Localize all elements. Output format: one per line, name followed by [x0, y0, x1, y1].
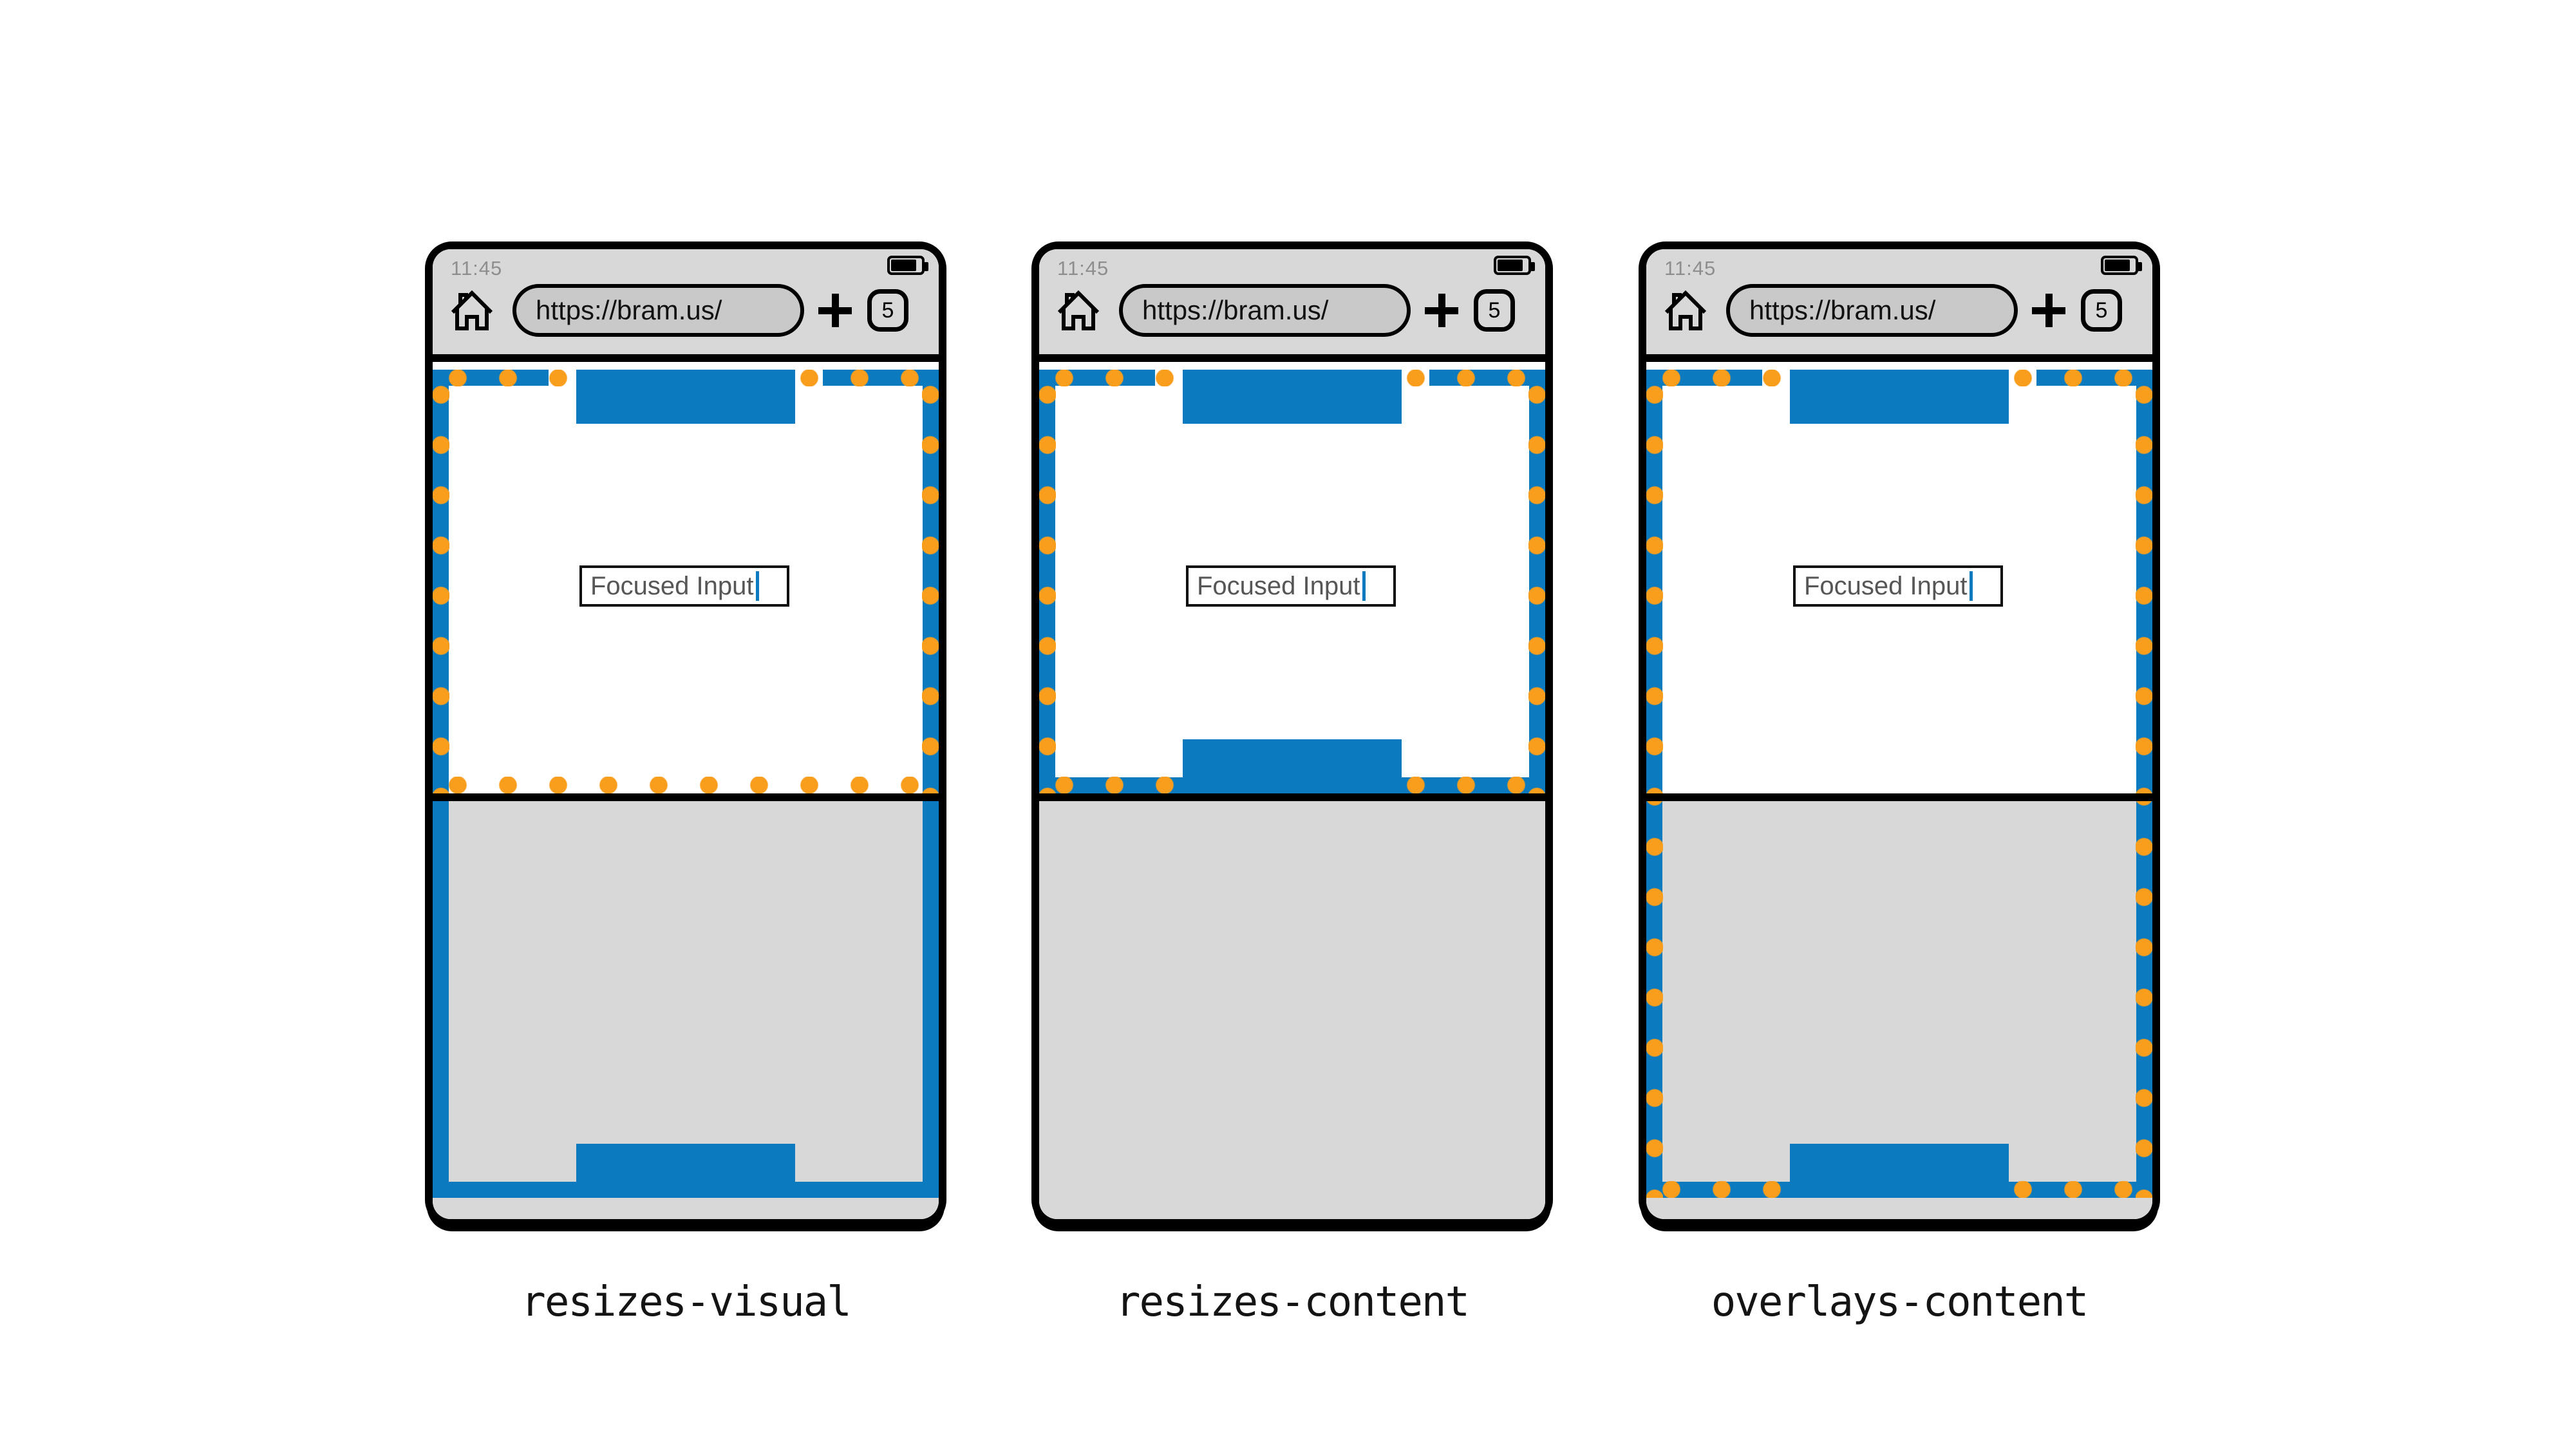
phone-frame: 11:45 https://bram.us/ 5 — [1031, 242, 1553, 1227]
home-icon[interactable] — [449, 287, 495, 334]
battery-icon — [2101, 256, 2142, 275]
page-border-dash — [433, 370, 549, 386]
mode-label: resizes-visual — [521, 1278, 851, 1326]
plus-icon[interactable] — [1425, 294, 1458, 327]
virtual-keyboard[interactable] — [1039, 801, 1545, 1219]
page-border-dash — [823, 370, 939, 386]
tab-counter[interactable]: 5 — [867, 289, 908, 332]
mode-label: overlays-content — [1711, 1278, 2089, 1326]
phone-resizes-visual: 11:45 https://bram.us/ 5 — [425, 242, 946, 1326]
browser-chrome: 11:45 https://bram.us/ 5 — [1646, 249, 2152, 362]
url-bar[interactable]: https://bram.us/ — [1726, 284, 2018, 337]
plus-icon[interactable] — [818, 294, 852, 327]
home-icon[interactable] — [1662, 287, 1709, 334]
page-footer-block — [576, 1144, 795, 1198]
focused-input[interactable]: Focused Input — [1793, 565, 2003, 607]
layout-viewport: Focused Input — [433, 370, 939, 1198]
tab-counter[interactable]: 5 — [2081, 289, 2122, 332]
page-footer-block — [1790, 1144, 2009, 1198]
battery-icon — [1494, 256, 1535, 275]
browser-chrome: 11:45 https://bram.us/ 5 — [1039, 249, 1545, 362]
phone-frame: 11:45 https://bram.us/ 5 — [1639, 242, 2160, 1227]
text-caret — [755, 571, 759, 601]
text-caret — [1362, 571, 1366, 601]
layout-viewport: Focused Input — [1646, 370, 2152, 1198]
text-caret — [1969, 571, 1973, 601]
url-bar[interactable]: https://bram.us/ — [512, 284, 804, 337]
phone-resizes-content: 11:45 https://bram.us/ 5 — [1031, 242, 1553, 1326]
page-border-dash — [2036, 370, 2152, 386]
mode-label: resizes-content — [1116, 1278, 1470, 1326]
page-border-dash — [2136, 370, 2152, 1198]
keyboard-top-edge — [1646, 793, 2152, 801]
focused-input[interactable]: Focused Input — [579, 565, 789, 607]
page-footer-block — [1183, 739, 1402, 793]
home-icon[interactable] — [1055, 287, 1102, 334]
keyboard-top-edge — [433, 793, 939, 801]
url-toolbar: https://bram.us/ 5 — [1646, 283, 2152, 338]
layout-viewport: Focused Input — [1039, 370, 1545, 793]
page-header-block — [1790, 370, 2009, 424]
page-border-dash — [1646, 370, 1662, 1198]
clock-text: 11:45 — [1664, 257, 1716, 279]
page-border-dash — [433, 370, 449, 1198]
url-toolbar: https://bram.us/ 5 — [1039, 283, 1545, 338]
focused-input[interactable]: Focused Input — [1186, 565, 1396, 607]
url-bar[interactable]: https://bram.us/ — [1119, 284, 1411, 337]
phone-screen: 11:45 https://bram.us/ 5 — [1039, 249, 1545, 1219]
page-border-dash — [1529, 370, 1545, 793]
battery-icon — [887, 256, 928, 275]
url-toolbar: https://bram.us/ 5 — [433, 283, 939, 338]
browser-chrome: 11:45 https://bram.us/ 5 — [433, 249, 939, 362]
phone-screen: 11:45 https://bram.us/ 5 — [433, 249, 939, 1219]
visual-viewport-outline — [1646, 370, 2152, 1198]
input-value: Focused Input — [1804, 571, 1968, 600]
phone-overlays-content: 11:45 https://bram.us/ 5 — [1639, 242, 2160, 1326]
keyboard-top-edge — [1039, 793, 1545, 801]
page-header-block — [576, 370, 795, 424]
page-border-dash — [1646, 370, 1762, 386]
page-border-dash — [1429, 370, 1545, 386]
tab-counter[interactable]: 5 — [1474, 289, 1515, 332]
page-border-dash — [1039, 370, 1155, 386]
clock-text: 11:45 — [451, 257, 503, 279]
clock-text: 11:45 — [1057, 257, 1109, 279]
phone-frame: 11:45 https://bram.us/ 5 — [425, 242, 946, 1227]
page-header-block — [1183, 370, 1402, 424]
plus-icon[interactable] — [2032, 294, 2065, 327]
input-value: Focused Input — [1197, 571, 1360, 600]
page-border-dash — [1039, 370, 1055, 793]
phone-screen: 11:45 https://bram.us/ 5 — [1646, 249, 2152, 1219]
input-value: Focused Input — [590, 571, 754, 600]
page-border-dash — [923, 370, 939, 1198]
